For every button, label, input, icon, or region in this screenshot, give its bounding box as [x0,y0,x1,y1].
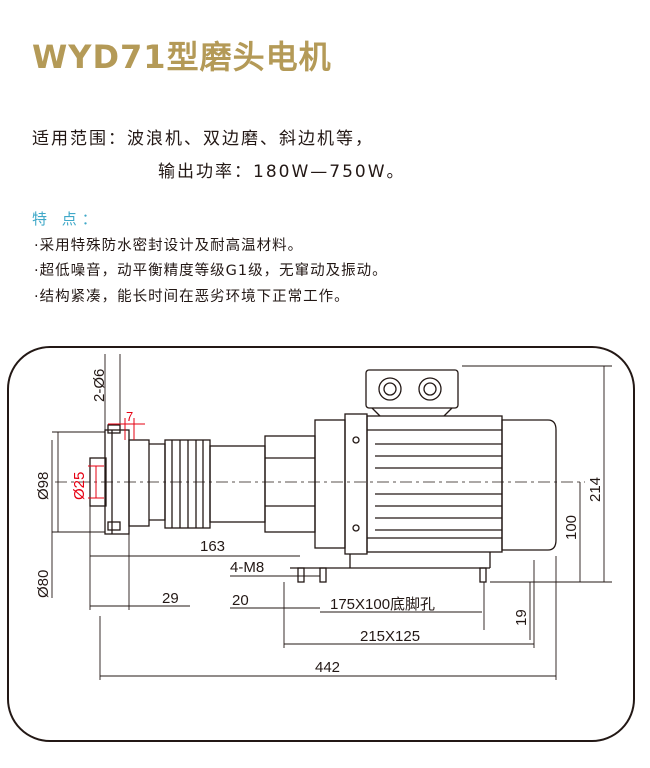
dim-foot-holes: 175X100底脚孔 [330,596,435,613]
page-title: WYD71型磨头电机 [32,38,332,76]
dim-d25: Ø25 [71,472,88,500]
feature-item: ·采用特殊防水密封设计及耐高温材料。 [34,238,304,254]
dim-key: 7 [126,409,133,424]
feature-item: ·结构紧凑，能长时间在恶劣环境下正常工作。 [34,289,350,305]
motor-dimension-drawing: 2-Ø6 7 Ø98 Ø25 Ø80 163 4-M8 29 20 175X10… [7,346,635,742]
power-value: 180W—750W。 [253,162,406,182]
output-power: 输出功率：180W—750W。 [158,157,406,182]
dim-d80: Ø80 [35,570,52,598]
dim-holes: 2-Ø6 [91,369,108,402]
dim-19: 19 [513,609,530,626]
dim-base: 215X125 [360,628,420,645]
dim-20: 20 [232,592,249,609]
drawing-frame [7,346,635,742]
dim-214: 214 [587,477,604,502]
features-heading: 特 点： [32,210,102,228]
dim-163: 163 [200,538,225,555]
application-value: 波浪机、双边磨、斜边机等， [127,129,374,149]
feature-item: ·超低噪音，动平衡精度等级G1级，无窜动及振动。 [34,263,388,279]
application-range: 适用范围：波浪机、双边磨、斜边机等， [32,124,374,149]
dim-m8: 4-M8 [230,559,264,576]
dim-total: 442 [315,659,340,676]
power-label: 输出功率： [158,162,253,182]
dim-100: 100 [563,515,580,540]
application-label: 适用范围： [32,129,127,149]
dim-29: 29 [162,590,179,607]
dim-d98: Ø98 [35,472,52,500]
